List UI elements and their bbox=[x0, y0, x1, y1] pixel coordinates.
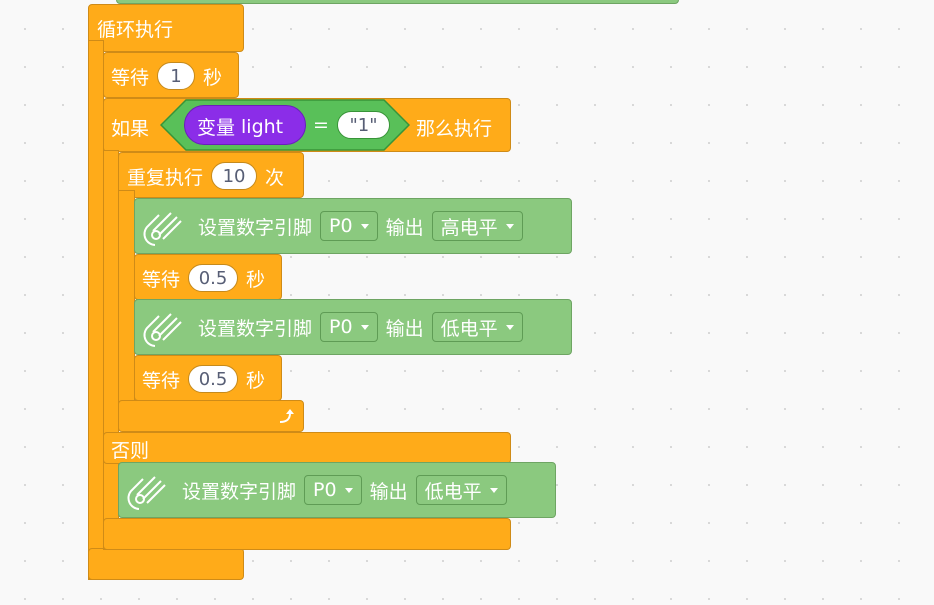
wait-seconds-input[interactable]: 0.5 bbox=[188, 365, 239, 393]
repeat-block[interactable]: 重复执行 10 次 bbox=[118, 152, 304, 198]
forever-loop-label: 循环执行 bbox=[97, 19, 174, 41]
repeat-bottom bbox=[118, 400, 304, 432]
equals-operator: = bbox=[313, 114, 329, 136]
wait-block[interactable]: 等待 0.5 秒 bbox=[134, 355, 282, 401]
forever-loop-arm bbox=[88, 40, 104, 580]
pin-dropdown[interactable]: P0 bbox=[320, 211, 378, 241]
repeat-unit-label: 次 bbox=[265, 166, 285, 189]
repeat-label: 重复执行 bbox=[127, 166, 204, 189]
repeat-arm bbox=[118, 190, 135, 430]
set-digital-pin-block[interactable]: 设置数字引脚 P0 输出 低电平 bbox=[118, 462, 556, 518]
wait-block[interactable]: 等待 0.5 秒 bbox=[134, 254, 282, 300]
pin-block-label: 设置数字引脚 bbox=[198, 317, 313, 340]
repeat-count-input[interactable]: 10 bbox=[211, 162, 258, 190]
forever-loop-block[interactable]: 循环执行 bbox=[88, 4, 244, 52]
caret-down-icon bbox=[489, 487, 498, 493]
compare-value-input[interactable]: "1" bbox=[337, 111, 390, 139]
wait-unit-label: 秒 bbox=[203, 66, 223, 89]
caret-down-icon bbox=[505, 223, 514, 229]
magnet-wand-icon bbox=[143, 313, 182, 347]
variable-reporter[interactable]: 变量 light bbox=[184, 105, 306, 145]
pin-block-label: 设置数字引脚 bbox=[198, 216, 313, 239]
repeat-arrow-icon bbox=[279, 409, 294, 423]
level-dropdown[interactable]: 低电平 bbox=[415, 475, 507, 505]
output-label: 输出 bbox=[369, 480, 408, 503]
else-section[interactable]: 否则 bbox=[103, 432, 511, 464]
wait-label: 等待 bbox=[111, 66, 150, 89]
variable-name: light bbox=[241, 115, 284, 138]
wait-label: 等待 bbox=[142, 268, 181, 291]
wait-seconds-input[interactable]: 1 bbox=[157, 62, 196, 90]
set-digital-pin-block[interactable]: 设置数字引脚 P0 输出 低电平 bbox=[134, 299, 572, 355]
if-else-arm bbox=[103, 150, 119, 550]
caret-down-icon bbox=[360, 324, 369, 330]
magnet-wand-icon bbox=[143, 212, 182, 246]
else-label: 否则 bbox=[111, 440, 150, 462]
pin-dropdown[interactable]: P0 bbox=[320, 312, 378, 342]
variable-prefix: 变量 bbox=[197, 117, 236, 139]
magnet-wand-icon bbox=[127, 476, 166, 510]
caret-down-icon bbox=[360, 223, 369, 229]
pin-block-label: 设置数字引脚 bbox=[182, 480, 297, 503]
wait-unit-label: 秒 bbox=[246, 268, 266, 291]
if-else-bottom bbox=[103, 518, 511, 550]
wait-seconds-input[interactable]: 0.5 bbox=[188, 264, 239, 292]
output-label: 输出 bbox=[385, 317, 424, 340]
if-label: 如果 bbox=[111, 118, 150, 140]
then-label: 那么执行 bbox=[416, 118, 493, 140]
set-digital-pin-block[interactable]: 设置数字引脚 P0 输出 高电平 bbox=[134, 198, 572, 254]
wait-unit-label: 秒 bbox=[246, 369, 266, 392]
caret-down-icon bbox=[344, 487, 353, 493]
forever-loop-bottom bbox=[88, 548, 244, 580]
output-label: 输出 bbox=[385, 216, 424, 239]
wait-label: 等待 bbox=[142, 369, 181, 392]
pin-dropdown[interactable]: P0 bbox=[304, 475, 362, 505]
caret-down-icon bbox=[505, 324, 514, 330]
level-dropdown[interactable]: 高电平 bbox=[431, 211, 523, 241]
wait-block[interactable]: 等待 1 秒 bbox=[103, 52, 239, 98]
level-dropdown[interactable]: 低电平 bbox=[431, 312, 523, 342]
